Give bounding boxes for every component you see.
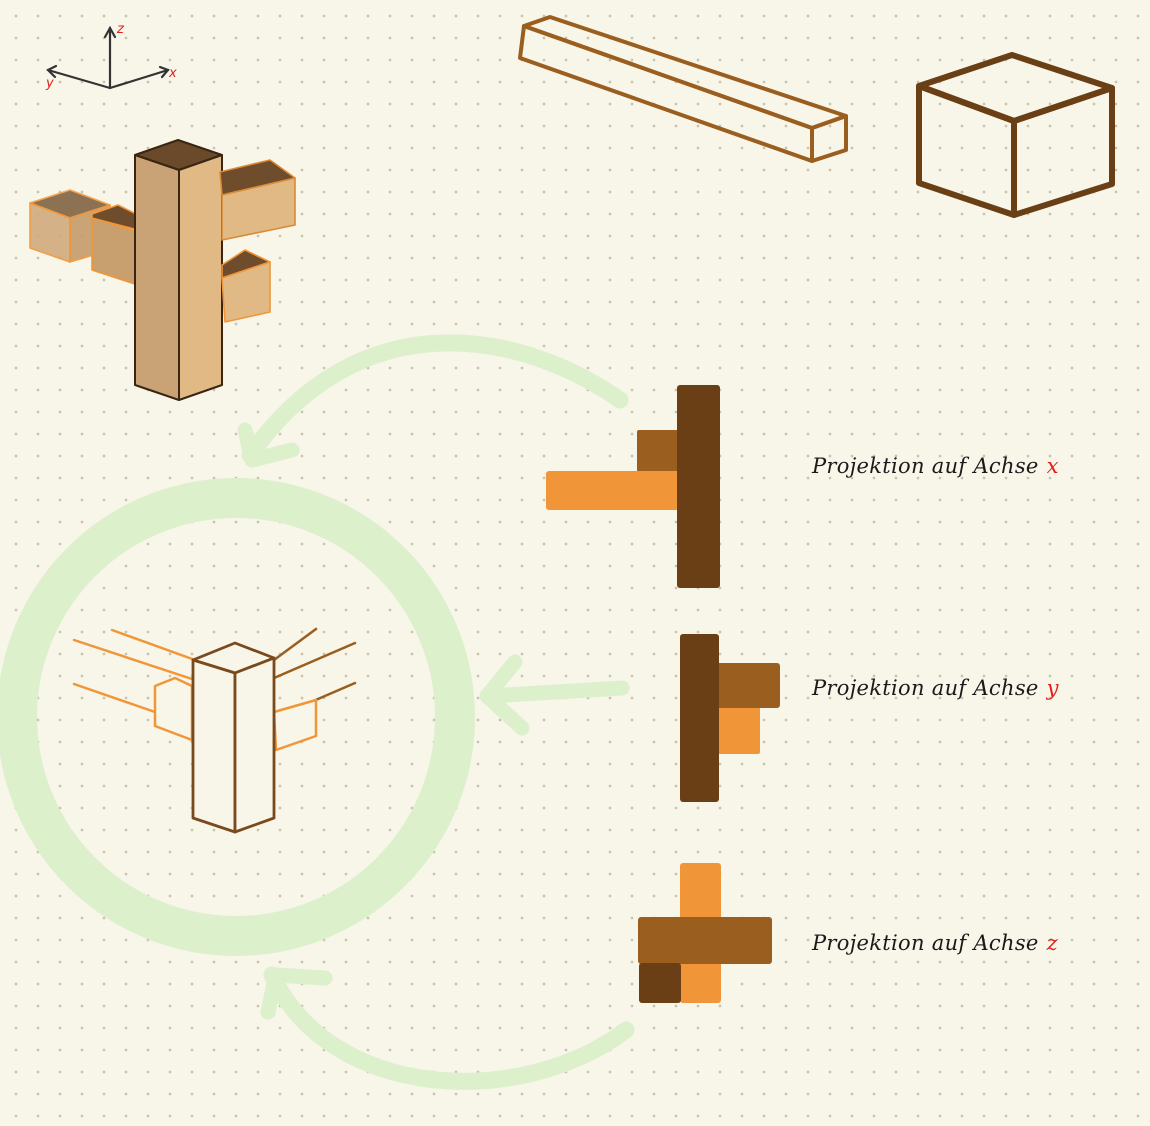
projection-x-shape [546,385,720,588]
axis-x-label: x [169,66,177,81]
beam-outline [518,15,848,163]
right-lower-tenon [221,249,271,323]
projection-y-label: Projektion auf Achse y [812,676,1059,700]
green-arrow-bottom [263,966,635,1090]
green-ring [0,478,475,956]
green-cycle [0,334,635,1090]
left-tenon [29,189,139,286]
green-arrow-top [241,334,629,464]
center-post [134,139,223,401]
green-arrow-middle [482,680,630,704]
axis-y-label: y [46,76,54,91]
wood-joint-3d [29,139,296,401]
projection-y-text: Projektion auf Achse [812,676,1039,700]
projection-x-text: Projektion auf Achse [812,454,1039,478]
projection-y-axis: y [1046,676,1059,700]
projection-x-axis: x [1046,454,1059,478]
projection-x-label: Projektion auf Achse x [812,454,1059,478]
wire-right-tenon [272,698,318,752]
green-arrow-bottom-head [260,967,333,1020]
projection-z-label: Projektion auf Achse z [812,931,1058,955]
wire-left-beam [72,628,197,742]
wire-post [191,641,276,834]
projection-z-axis: z [1046,931,1058,955]
projection-z-shape [638,863,772,1003]
wire-joint [72,627,357,834]
y-axis-line [46,68,112,90]
green-arrow-top-head [237,422,300,468]
projection-y-shape [680,634,780,802]
cube-outline [916,52,1115,218]
x-axis-line [108,68,170,90]
axis-gizmo [46,25,170,90]
axis-z-label: z [117,22,124,37]
projection-z-text: Projektion auf Achse [812,931,1039,955]
green-arrow-middle-head [479,654,530,736]
right-upper-tenon [219,159,296,241]
